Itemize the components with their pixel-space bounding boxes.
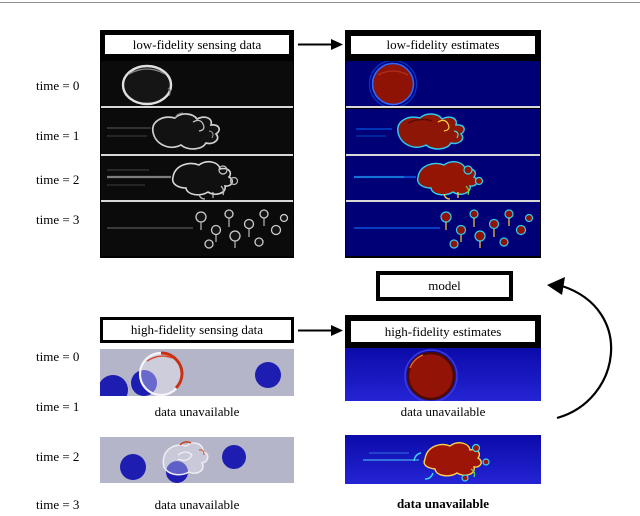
lf-sensing-frame-t3 [101, 202, 293, 256]
lf-estimates-frame-t0 [346, 61, 540, 106]
hf-estimates-unavailable-t3: data unavailable [396, 496, 490, 511]
top-time-label-0: time = 0 [36, 78, 80, 93]
bottom-time-label-0: time = 0 [36, 349, 80, 364]
simulation-image [101, 109, 293, 154]
top-time-label-3: time = 3 [36, 212, 80, 227]
hf-estimates-unavailable-t1: data unavailable [400, 404, 486, 419]
simulation-image [100, 437, 294, 483]
hf-sensing-frame-t2 [100, 437, 294, 483]
simulation-image [101, 202, 293, 256]
bottom-time-label-2: time = 2 [36, 449, 80, 464]
lf-sensing-frame-t2 [101, 156, 293, 200]
simulation-image [345, 435, 541, 484]
simulation-image [100, 349, 294, 396]
frame-separator [101, 106, 293, 108]
hf-sensing-unavailable-t3: data unavailable [154, 497, 240, 512]
frame-separator [346, 200, 540, 202]
feedback-arrow-icon [547, 277, 613, 420]
simulation-image [346, 61, 540, 106]
simulation-image [345, 348, 541, 401]
arrow-right-icon [298, 325, 343, 336]
hf-sensing-title: high-fidelity sensing data [100, 317, 294, 343]
simulation-image [101, 156, 293, 200]
frame-separator [101, 200, 293, 202]
top-border-rule [0, 2, 640, 3]
frame-separator [346, 106, 540, 108]
hf-estimates-frame-t0 [345, 348, 541, 401]
arrow-right-icon [298, 39, 343, 50]
hf-sensing-frame-t0 [100, 349, 294, 396]
lf-estimates-frame-t1 [346, 109, 540, 154]
top-time-label-1: time = 1 [36, 128, 80, 143]
hf-sensing-unavailable-t1: data unavailable [154, 404, 240, 419]
bottom-time-label-1: time = 1 [36, 399, 80, 414]
bottom-time-label-3: time = 3 [36, 497, 80, 512]
lf-estimates-frame-t2 [346, 156, 540, 200]
model-box: model [376, 271, 513, 301]
simulation-image [346, 156, 540, 200]
frame-separator [101, 154, 293, 156]
simulation-image [346, 109, 540, 154]
lf-sensing-frame-t1 [101, 109, 293, 154]
lf-estimates-frame-t3 [346, 202, 540, 256]
lf-sensing-frame-t0 [101, 61, 293, 106]
hf-estimates-frame-t2 [345, 435, 541, 484]
simulation-image [346, 202, 540, 256]
top-time-label-2: time = 2 [36, 172, 80, 187]
frame-separator [346, 154, 540, 156]
lf-estimates-title: low-fidelity estimates [348, 33, 538, 57]
hf-estimates-title: high-fidelity estimates [349, 319, 537, 344]
simulation-image [101, 61, 293, 106]
lf-sensing-title: low-fidelity sensing data [103, 33, 291, 56]
